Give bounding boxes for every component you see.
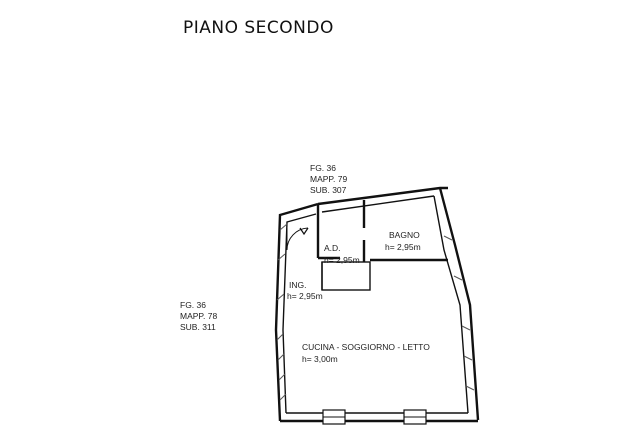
outer-walls xyxy=(274,186,480,423)
door-arrow-icon xyxy=(299,227,309,236)
windows xyxy=(322,409,427,425)
parcel-left-fg: FG. 36 xyxy=(180,300,206,310)
wall-top-inner xyxy=(321,195,435,213)
parcel-top-fg: FG. 36 xyxy=(310,163,336,173)
room-labels: BAGNO h= 2,95m A.D. h= 2,95m ING. h= 2,9… xyxy=(287,230,430,364)
room-ing-name: ING. xyxy=(289,280,306,290)
storage-niche xyxy=(321,261,371,291)
room-cucina-height: h= 3,00m xyxy=(302,354,338,364)
wall-left-outer xyxy=(274,202,319,422)
room-ing-height: h= 2,95m xyxy=(287,291,323,301)
wall-left-inner xyxy=(282,213,317,414)
plan-title: PIANO SECONDO xyxy=(183,18,334,38)
parcel-top-mapp: MAPP. 79 xyxy=(310,174,347,184)
parcel-label-left: FG. 36 MAPP. 78 SUB. 311 xyxy=(180,300,217,332)
parcel-top-sub: SUB. 307 xyxy=(310,185,347,195)
room-ad-name: A.D. xyxy=(324,243,341,253)
entrance-door-swing xyxy=(286,227,309,251)
room-cucina-name: CUCINA - SOGGIORNO - LETTO xyxy=(302,342,430,352)
parcel-left-sub: SUB. 311 xyxy=(180,322,216,332)
parcel-left-mapp: MAPP. 78 xyxy=(180,311,217,321)
room-bagno-name: BAGNO xyxy=(389,230,420,240)
room-ad-height: h= 2,95m xyxy=(324,255,360,265)
parcel-label-top: FG. 36 MAPP. 79 SUB. 307 xyxy=(310,163,347,195)
wall-hatching xyxy=(276,223,475,401)
room-bagno-height: h= 2,95m xyxy=(385,242,421,252)
wall-right-inner xyxy=(433,195,469,414)
interior-partitions xyxy=(316,200,448,291)
wall-right-outer xyxy=(438,187,480,421)
